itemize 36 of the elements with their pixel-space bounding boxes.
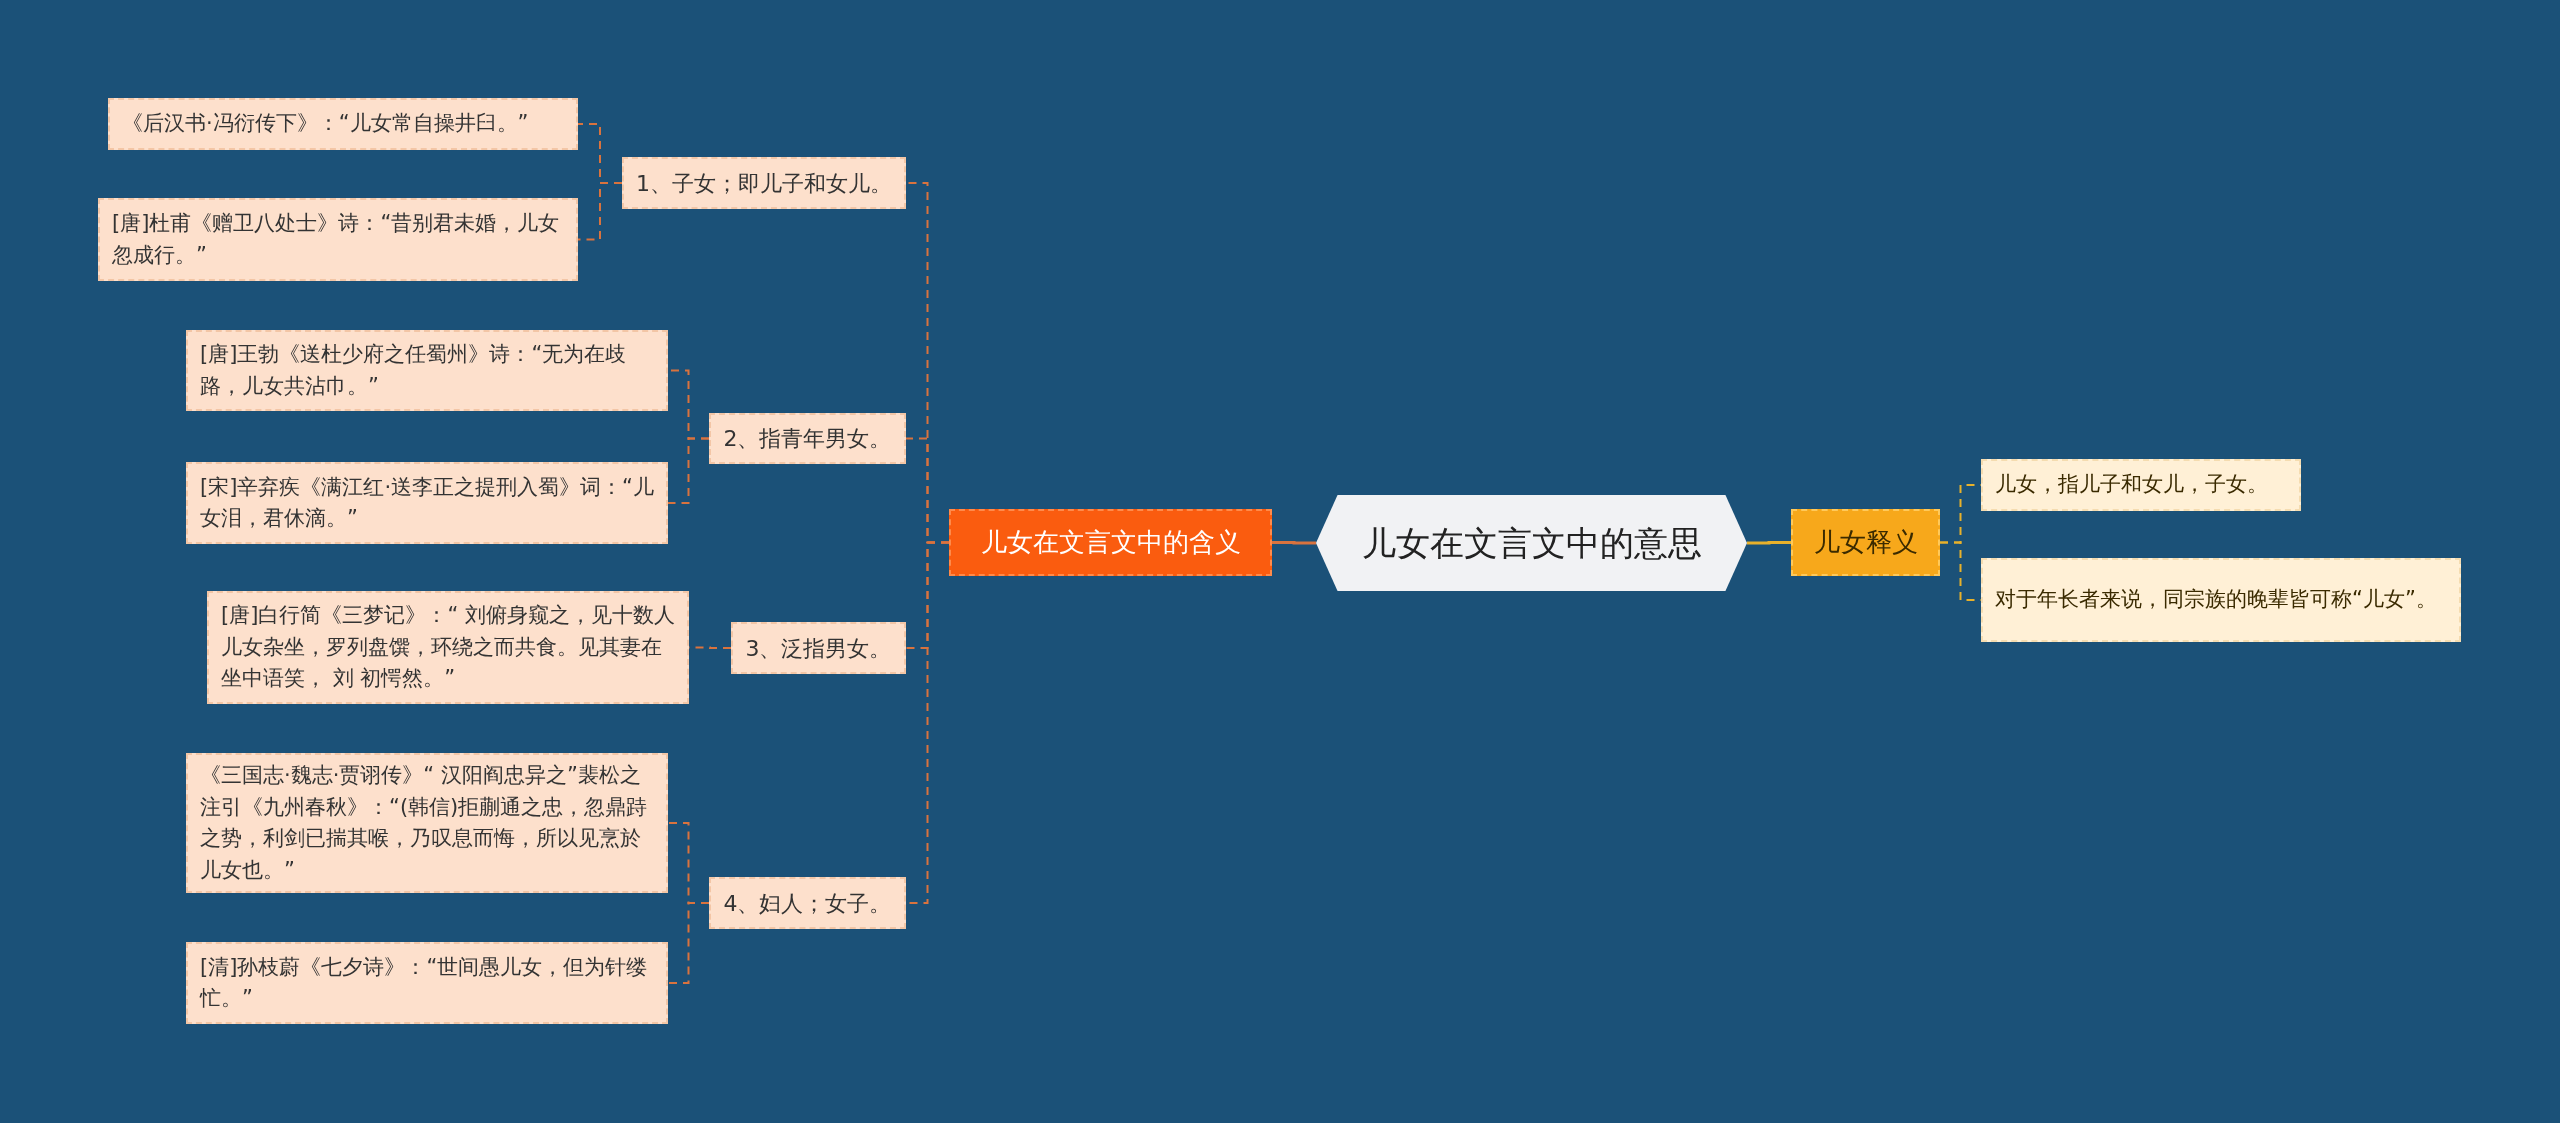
- definition-box: [1981, 558, 2461, 642]
- connector: [1747, 541, 1791, 545]
- connector: [667, 437, 710, 504]
- node-text: 1、子女；即儿子和女儿。: [636, 169, 892, 198]
- main-topic: [949, 509, 1272, 576]
- node-text: 儿女在文言文中的意思: [1361, 521, 1702, 565]
- node-text: 儿女，指儿子和女儿，子女。: [1995, 471, 2268, 499]
- quote-box: [108, 98, 578, 150]
- node-text: [唐]白行简《三梦记》：“ 刘俯身窥之，见十数人儿女杂坐，罗列盘馔，环绕之而共食。见其妻在坐中语笑， 刘 初愕然。”: [221, 602, 675, 693]
- node-text: 儿女在文言文中的含义: [980, 526, 1241, 559]
- connector: [667, 902, 710, 984]
- node-text: [宋]辛弃疾《满江红·送李正之提刑入蜀》词：“儿女泪，君休滴。”: [200, 473, 654, 532]
- connector: [1272, 541, 1316, 545]
- quote-box: [186, 330, 668, 411]
- node-text: 2、指青年男女。: [723, 425, 892, 453]
- node-text: [唐]王勃《送杜少府之任蜀州》诗：“无为在歧路，儿女共沾巾。”: [200, 341, 628, 400]
- node-text: 《后汉书·冯衍传下》：“儿女常自操井臼。”: [122, 110, 529, 138]
- node-text: 3、泛指男女。: [745, 634, 892, 663]
- quote-box: [98, 198, 578, 281]
- subtopic-box: [709, 877, 906, 929]
- main-topic: [1791, 509, 1940, 576]
- quote-box: [186, 753, 668, 893]
- quote-box: [186, 942, 668, 1024]
- node-text: 4、妇人；女子。: [723, 889, 892, 918]
- node-text: [清]孙枝蔚《七夕诗》：“世间愚儿女，但为针缕忙。”: [200, 953, 649, 1012]
- subtopic-box: [731, 622, 906, 674]
- subtopic-box: [709, 413, 906, 464]
- node-text: 《三国志·魏志·贾诩传》“ 汉阳阎忠异之”裴松之注引《九州春秋》：“(韩信)拒蒯通之忠，忽鼎跱之势，利剑已揣其喉，乃叹息而悔，所以见烹於儿女也。”: [200, 762, 649, 884]
- quote-box: [207, 591, 689, 704]
- subtopic-box: [622, 157, 906, 209]
- node-text: 儿女释义: [1813, 526, 1918, 559]
- node-text: 对于年长者来说，同宗族的晚辈皆可称“儿女”。: [1995, 586, 2437, 614]
- connector: [577, 182, 623, 241]
- quote-box: [186, 462, 668, 544]
- node-text: [唐]杜甫《赠卫八处士》诗：“昔别君未婚，儿女忽成行。”: [112, 210, 561, 269]
- definition-box: [1981, 459, 2301, 511]
